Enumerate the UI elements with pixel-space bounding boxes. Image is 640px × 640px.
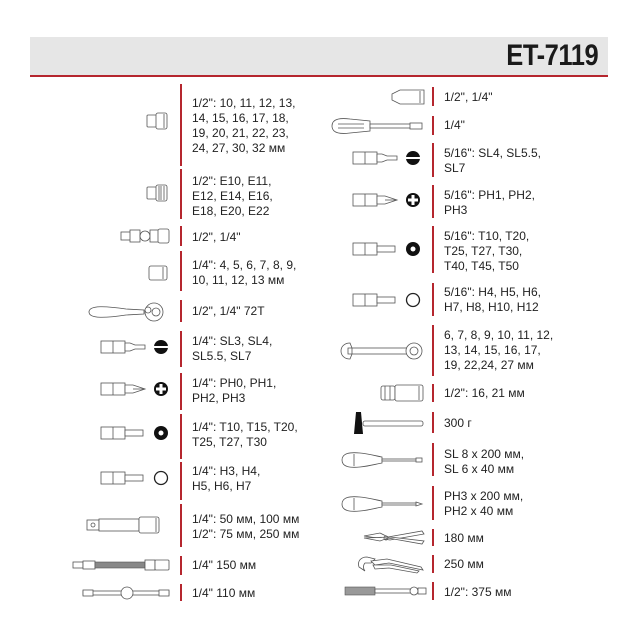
separator (180, 300, 182, 322)
torx-bit-icon (352, 241, 422, 257)
t-bar-icon (82, 585, 172, 601)
separator (180, 251, 182, 291)
item-text: 1/4" (444, 118, 465, 132)
separator (432, 443, 434, 476)
item-text: 1/4": SL3, SL4,SL5.5, SL7 (192, 334, 273, 363)
separator (180, 462, 182, 500)
item-text: 250 мм (444, 557, 484, 571)
pliers-icon (362, 528, 426, 548)
item-text: 1/2": 10, 11, 12, 13,14, 15, 16, 17, 18,… (192, 96, 296, 155)
separator (432, 555, 434, 573)
separator (432, 143, 434, 177)
separator (432, 116, 434, 135)
separator (432, 185, 434, 218)
phillips-screwdriver-icon (340, 494, 426, 514)
separator (180, 84, 182, 166)
combination-wrench-icon (340, 341, 424, 361)
separator (432, 486, 434, 520)
separator (180, 373, 182, 410)
torx-bit-icon (100, 425, 170, 441)
e-torx-socket-icon (146, 184, 168, 202)
small-socket-icon (148, 264, 168, 282)
separator (432, 384, 434, 402)
item-text: 1/2", 1/4" (444, 90, 493, 104)
item-text: 1/2": E10, E11,E12, E14, E16,E18, E20, E… (192, 174, 273, 218)
phillips-bit-icon (352, 192, 422, 208)
bit-holder-screwdriver-icon (330, 116, 426, 136)
item-text: PH3 x 200 мм,PH2 x 40 мм (444, 489, 524, 518)
separator (180, 556, 182, 575)
item-text: 1/2": 375 мм (444, 585, 512, 599)
item-text: 1/4" 150 мм (192, 558, 257, 572)
item-text: 1/4": T10, T15, T20,T25, T27, T30 (192, 420, 298, 449)
socket-icon (146, 112, 168, 130)
flexible-extension-icon (72, 558, 172, 572)
separator (432, 582, 434, 600)
phillips-bit-icon (100, 381, 170, 397)
slotted-bit-icon (352, 150, 422, 166)
item-text: 6, 7, 8, 9, 10, 11, 12,13, 14, 15, 16, 1… (444, 328, 554, 372)
item-text: 1/4": H3, H4,H5, H6, H7 (192, 464, 261, 493)
item-text: 5/16": PH1, PH2,PH3 (444, 188, 535, 217)
item-text: 5/16": T10, T20,T25, T27, T30,T40, T45, … (444, 229, 530, 273)
hex-bit-icon (100, 470, 170, 486)
ratchet-icon (86, 302, 172, 322)
separator (180, 414, 182, 459)
separator (432, 412, 434, 433)
separator (432, 226, 434, 273)
item-text: 300 г (444, 416, 472, 430)
item-text: 180 мм (444, 531, 484, 545)
item-text: 5/16": H4, H5, H6,H7, H8, H10, H12 (444, 285, 541, 314)
separator (180, 331, 182, 367)
adapter-icon (390, 88, 426, 106)
slotted-screwdriver-icon (340, 450, 426, 470)
hammer-icon (352, 410, 426, 436)
item-text: 1/4": PH0, PH1,PH2, PH3 (192, 376, 277, 405)
product-code: ET-7119 (505, 39, 598, 72)
separator (432, 87, 434, 106)
separator (180, 226, 182, 246)
item-text: 1/4": 4, 5, 6, 7, 8, 9,10, 11, 12, 13 мм (192, 258, 297, 287)
separator (180, 169, 182, 219)
item-text: 1/2", 1/4" (192, 230, 241, 244)
separator (432, 529, 434, 546)
hex-bit-icon (352, 292, 422, 308)
separator (180, 584, 182, 601)
separator (432, 325, 434, 376)
spark-plug-socket-icon (380, 384, 426, 402)
separator (180, 504, 182, 547)
water-pump-pliers-icon (355, 553, 427, 575)
universal-joint-icon (120, 228, 170, 244)
breaker-bar-icon (344, 584, 428, 598)
item-text: 1/4" 110 мм (192, 586, 256, 600)
extension-bar-icon (86, 516, 172, 534)
item-text: 1/2": 16, 21 мм (444, 386, 525, 400)
item-text: 5/16": SL4, SL5.5,SL7 (444, 146, 541, 175)
item-text: 1/2", 1/4" 72T (192, 304, 265, 318)
separator (432, 283, 434, 316)
item-text: SL 8 x 200 мм,SL 6 x 40 мм (444, 447, 525, 476)
slotted-bit-icon (100, 339, 170, 355)
header-bar: ET-7119 (30, 37, 608, 77)
